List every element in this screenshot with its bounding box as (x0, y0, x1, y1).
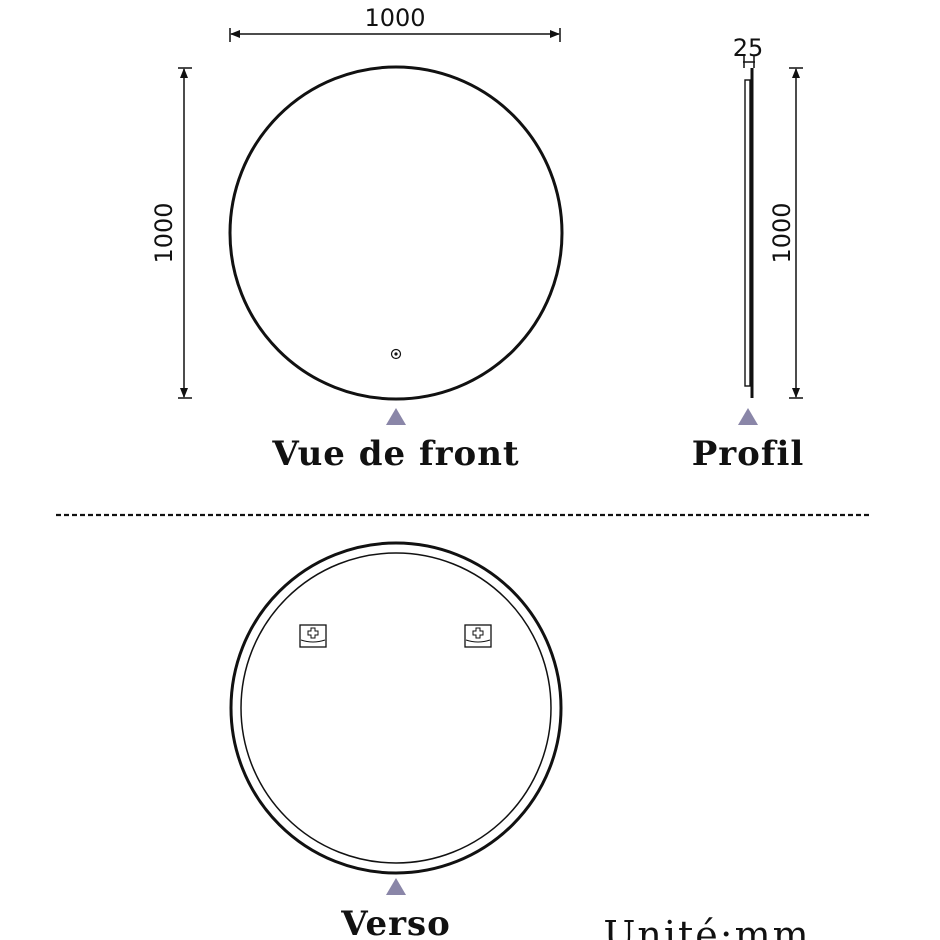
front-view-label: Vue de front (271, 434, 519, 474)
profile-view: 25 1000 Profil (692, 34, 805, 474)
touch-switch-icon (390, 348, 402, 360)
front-width-label: 1000 (364, 4, 425, 32)
back-view: Verso (229, 541, 563, 940)
hanging-bracket-right-icon (464, 624, 492, 648)
profile-depth-label: 25 (733, 34, 764, 62)
front-height-label: 1000 (150, 202, 178, 263)
mirror-back-outer-outline (229, 541, 563, 875)
mirror-front-outline (228, 65, 564, 401)
front-view: 1000 1000 Vue de front (150, 4, 564, 474)
front-view-marker (386, 408, 406, 425)
front-width-dimension: 1000 (229, 4, 561, 42)
mirror-profile-outline (744, 68, 754, 398)
profile-height-dimension: 1000 (768, 67, 803, 399)
profile-height-label: 1000 (768, 202, 796, 263)
front-height-dimension: 1000 (150, 67, 192, 399)
mirror-back-inner-outline (240, 552, 552, 864)
back-view-marker (386, 878, 406, 895)
back-view-label: Verso (340, 904, 451, 940)
profile-view-marker (738, 408, 758, 425)
profile-view-label: Profil (692, 434, 805, 474)
profile-depth-dimension: 25 (733, 34, 764, 68)
unit-label: Unité:mm (603, 913, 810, 940)
hanging-bracket-left-icon (299, 624, 327, 648)
